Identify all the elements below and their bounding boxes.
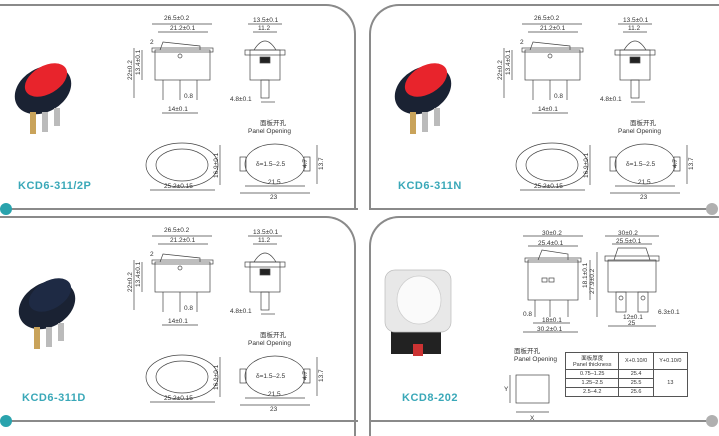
dimension-label: 16.9±0.1: [583, 152, 590, 178]
dimension-label: 23: [270, 194, 278, 200]
dimension-label: δ=1.5–2.5: [626, 161, 655, 168]
svg-text:Y: Y: [504, 386, 509, 393]
page-dot: [706, 415, 718, 427]
product-photo: [10, 50, 80, 150]
product-photo: [390, 50, 460, 150]
dimension-label: δ=1.5–2.5: [256, 373, 285, 380]
dimension-label: 13.7: [318, 157, 325, 170]
product-panel-3: [0, 216, 356, 436]
dimension-label: 11.2: [258, 25, 271, 32]
dimension-label: 13.7: [318, 369, 325, 382]
dimension-label: 25.2±0.15: [534, 183, 563, 190]
svg-text:30±0.2: 30±0.2: [618, 230, 638, 237]
svg-text:12±0.1: 12±0.1: [623, 314, 643, 321]
dimension-label: 26.5±0.2: [164, 227, 190, 234]
divider: [8, 208, 358, 210]
dimension-label: 0.8: [184, 93, 193, 100]
page-dot: [706, 203, 718, 215]
dimension-label: 14±0.1: [168, 106, 188, 113]
panel-opening-label: Panel Opening: [248, 128, 291, 135]
divider: [8, 420, 358, 422]
divider: [369, 420, 709, 422]
model-label: KCD8-202: [402, 392, 458, 404]
dimension-label: 22±0.2: [127, 60, 134, 80]
dimension-label: 0.8: [554, 93, 563, 100]
dimension-label: 4.8±0.1: [230, 308, 252, 315]
product-panel-2: [369, 4, 719, 210]
dimension-label: 2: [150, 251, 154, 258]
dimension-label: 4.7: [302, 371, 309, 380]
dimension-label: 25.2±0.15: [164, 183, 193, 190]
svg-text:6.3±0.1: 6.3±0.1: [658, 309, 680, 316]
dimension-label: 13.5±0.1: [253, 229, 279, 236]
dimension-label: 13.4±0.1: [505, 49, 512, 75]
dimension-label: 14±0.1: [538, 106, 558, 113]
svg-text:面板开孔: 面板开孔: [514, 346, 541, 355]
model-label: KCD6-311/2P: [18, 180, 92, 192]
dimension-label: 13.5±0.1: [253, 17, 279, 24]
svg-text:X: X: [530, 415, 535, 422]
svg-text:30.2±0.1: 30.2±0.1: [537, 326, 563, 333]
kcd8-technical-drawing: 30±0.2 25.4±0.1 18.1±0.1 27.9±0.2 0.8 18…: [504, 230, 680, 422]
dimension-label: 23: [640, 194, 648, 200]
dimension-label: 0.8: [184, 305, 193, 312]
dimension-label: 13.7: [688, 157, 695, 170]
svg-text:25.4±0.1: 25.4±0.1: [538, 240, 564, 247]
dimension-label: 13.4±0.1: [135, 49, 142, 75]
dimension-label: 4.7: [302, 159, 309, 168]
svg-text:25: 25: [628, 320, 636, 327]
svg-text:30±0.2: 30±0.2: [542, 230, 562, 237]
panel-opening-label: 面板开孔: [260, 118, 287, 127]
panel-opening-label: Panel Opening: [248, 340, 291, 347]
dimension-label: 21.2±0.1: [170, 237, 196, 244]
svg-text:18±0.1: 18±0.1: [542, 317, 562, 324]
dimension-label: δ=1.5–2.5: [256, 161, 285, 168]
dimension-label: 11.2: [628, 25, 641, 32]
dimension-label: 11.2: [258, 237, 271, 244]
panel-opening-label: 面板开孔: [630, 118, 657, 127]
panel-opening-label: Panel Opening: [618, 128, 661, 135]
dimension-label: 22±0.2: [127, 272, 134, 292]
dimension-label: 4.7: [672, 159, 679, 168]
dimension-label: 26.5±0.2: [164, 15, 190, 22]
dimension-label: 14±0.1: [168, 318, 188, 325]
product-panel-4: [369, 216, 719, 436]
dimension-label: 13.5±0.1: [623, 17, 649, 24]
dimension-label: 2: [150, 39, 154, 46]
product-panel-1: [0, 4, 356, 210]
product-photo: [14, 265, 84, 365]
svg-text:25.5±0.1: 25.5±0.1: [616, 238, 642, 245]
dimension-label: 22±0.2: [497, 60, 504, 80]
model-label: KCD6-311D: [22, 392, 86, 404]
svg-text:0.8: 0.8: [523, 311, 532, 318]
svg-text:Panel Opening: Panel Opening: [514, 356, 557, 363]
dimension-label: 25.2±0.15: [164, 395, 193, 402]
dimension-label: 4.8±0.1: [230, 96, 252, 103]
svg-text:27.9±0.2: 27.9±0.2: [589, 268, 596, 294]
dimension-label: 21.2±0.1: [170, 25, 196, 32]
dimension-label: 21.5: [638, 179, 651, 186]
dimension-label: 23: [270, 406, 278, 412]
dimension-label: 16.9±0.1: [213, 364, 220, 390]
panel-opening-label: 面板开孔: [260, 330, 287, 339]
dimension-label: 16.9±0.1: [213, 152, 220, 178]
page-dot: [0, 415, 12, 427]
dimension-label: 26.5±0.2: [534, 15, 560, 22]
product-photo: [383, 268, 455, 360]
dimension-label: 21.5: [268, 391, 281, 398]
page-dot: [0, 203, 12, 215]
dimension-label: 13.4±0.1: [135, 261, 142, 287]
svg-text:18.1±0.1: 18.1±0.1: [582, 262, 589, 288]
model-label: KCD6-311N: [398, 180, 462, 192]
dimension-label: 2: [520, 39, 524, 46]
divider: [369, 208, 709, 210]
dimension-label: 21.2±0.1: [540, 25, 566, 32]
dimension-label: 4.8±0.1: [600, 96, 622, 103]
dimension-label: 21.5: [268, 179, 281, 186]
